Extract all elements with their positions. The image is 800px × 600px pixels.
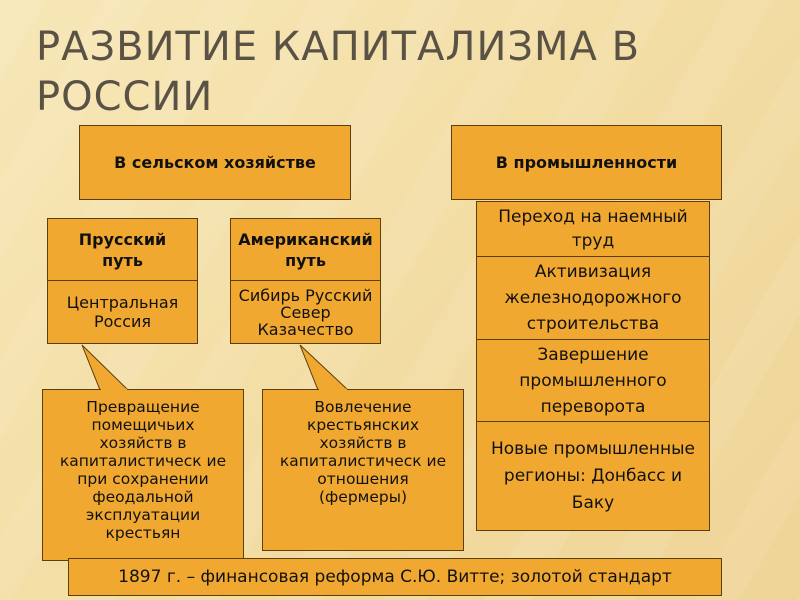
prussian-region-text: Центральная Россия [66, 293, 179, 331]
industry-item-industrial-revolution: Завершение промышленного переворота [476, 339, 710, 422]
prussian-path-label: Прусский путь [47, 218, 198, 281]
american-path-label: Американский путь [230, 218, 381, 281]
agriculture-header: В сельском хозяйстве [79, 125, 351, 200]
prussian-path-note: Превращение помещичьих хозяйств в капита… [42, 389, 244, 561]
footer-text: 1897 г. – финансовая реформа С.Ю. Витте;… [118, 567, 672, 587]
industry-item-railway: Активизация железнодорожного строительст… [476, 256, 710, 340]
industry-header-label: В промышленности [495, 153, 678, 172]
industry-item-text: Активизация железнодорожного строительст… [504, 262, 682, 334]
american-path-note: Вовлечение крестьянских хозяйств в капит… [262, 389, 464, 551]
prussian-path-region: Центральная Россия [47, 280, 198, 344]
industry-item-text: Завершение промышленного переворота [519, 344, 667, 417]
american-path-region: Сибирь Русский Север Казачество [230, 280, 381, 344]
prussian-note-text: Превращение помещичьих хозяйств в капита… [59, 398, 227, 542]
industry-item-hired-labor: Переход на наемный труд [476, 201, 710, 257]
footer-banner: 1897 г. – финансовая реформа С.Ю. Витте;… [68, 558, 722, 596]
agriculture-header-label: В сельском хозяйстве [114, 153, 316, 172]
american-path-text: Американский путь [238, 229, 373, 270]
prussian-callout-pointer [81, 344, 130, 391]
page-title: РАЗВИТИЕ КАПИТАЛИЗМА В РОССИИ [36, 24, 641, 120]
industry-header: В промышленности [451, 125, 722, 200]
industry-item-new-regions: Новые промышленные регионы: Донбасс и Ба… [476, 421, 710, 531]
industry-item-text: Новые промышленные регионы: Донбасс и Ба… [490, 438, 696, 513]
american-region-text: Сибирь Русский Север Казачество [238, 285, 373, 339]
industry-item-text: Переход на наемный труд [498, 207, 688, 251]
american-callout-pointer [299, 344, 350, 391]
american-note-text: Вовлечение крестьянских хозяйств в капит… [279, 398, 447, 506]
prussian-path-text: Прусский путь [78, 229, 167, 270]
